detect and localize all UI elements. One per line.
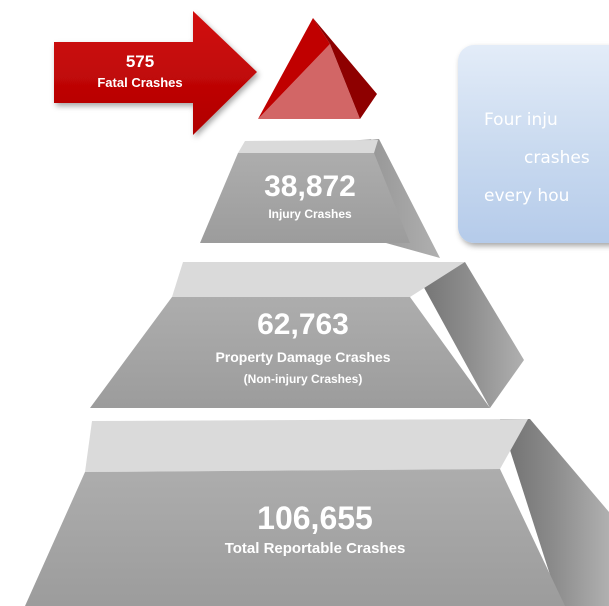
callout-line-3: every hou bbox=[484, 186, 570, 206]
pyramid-tier-total bbox=[25, 419, 609, 606]
pyramid-apex bbox=[258, 18, 377, 119]
injury-crashes-label: Injury Crashes bbox=[268, 207, 352, 221]
injury-crashes-value: 38,872 bbox=[264, 170, 356, 203]
total-reportable-value: 106,655 bbox=[257, 500, 373, 536]
property-damage-sublabel: (Non-injury Crashes) bbox=[243, 372, 363, 386]
total-reportable-label: Total Reportable Crashes bbox=[224, 540, 406, 557]
pyramid-tier-property bbox=[90, 262, 524, 408]
callout-box bbox=[458, 45, 609, 243]
callout-line-2: crashes bbox=[524, 148, 590, 168]
callout-line-1: Four inju bbox=[484, 110, 558, 130]
pyramid-tier-injury bbox=[200, 139, 440, 258]
property-damage-value: 62,763 bbox=[257, 308, 349, 341]
fatal-crashes-arrow bbox=[54, 11, 257, 135]
fatal-crashes-label: Fatal Crashes bbox=[97, 75, 183, 90]
fatal-crashes-value: 575 bbox=[125, 52, 155, 71]
property-damage-label: Property Damage Crashes bbox=[215, 349, 391, 365]
